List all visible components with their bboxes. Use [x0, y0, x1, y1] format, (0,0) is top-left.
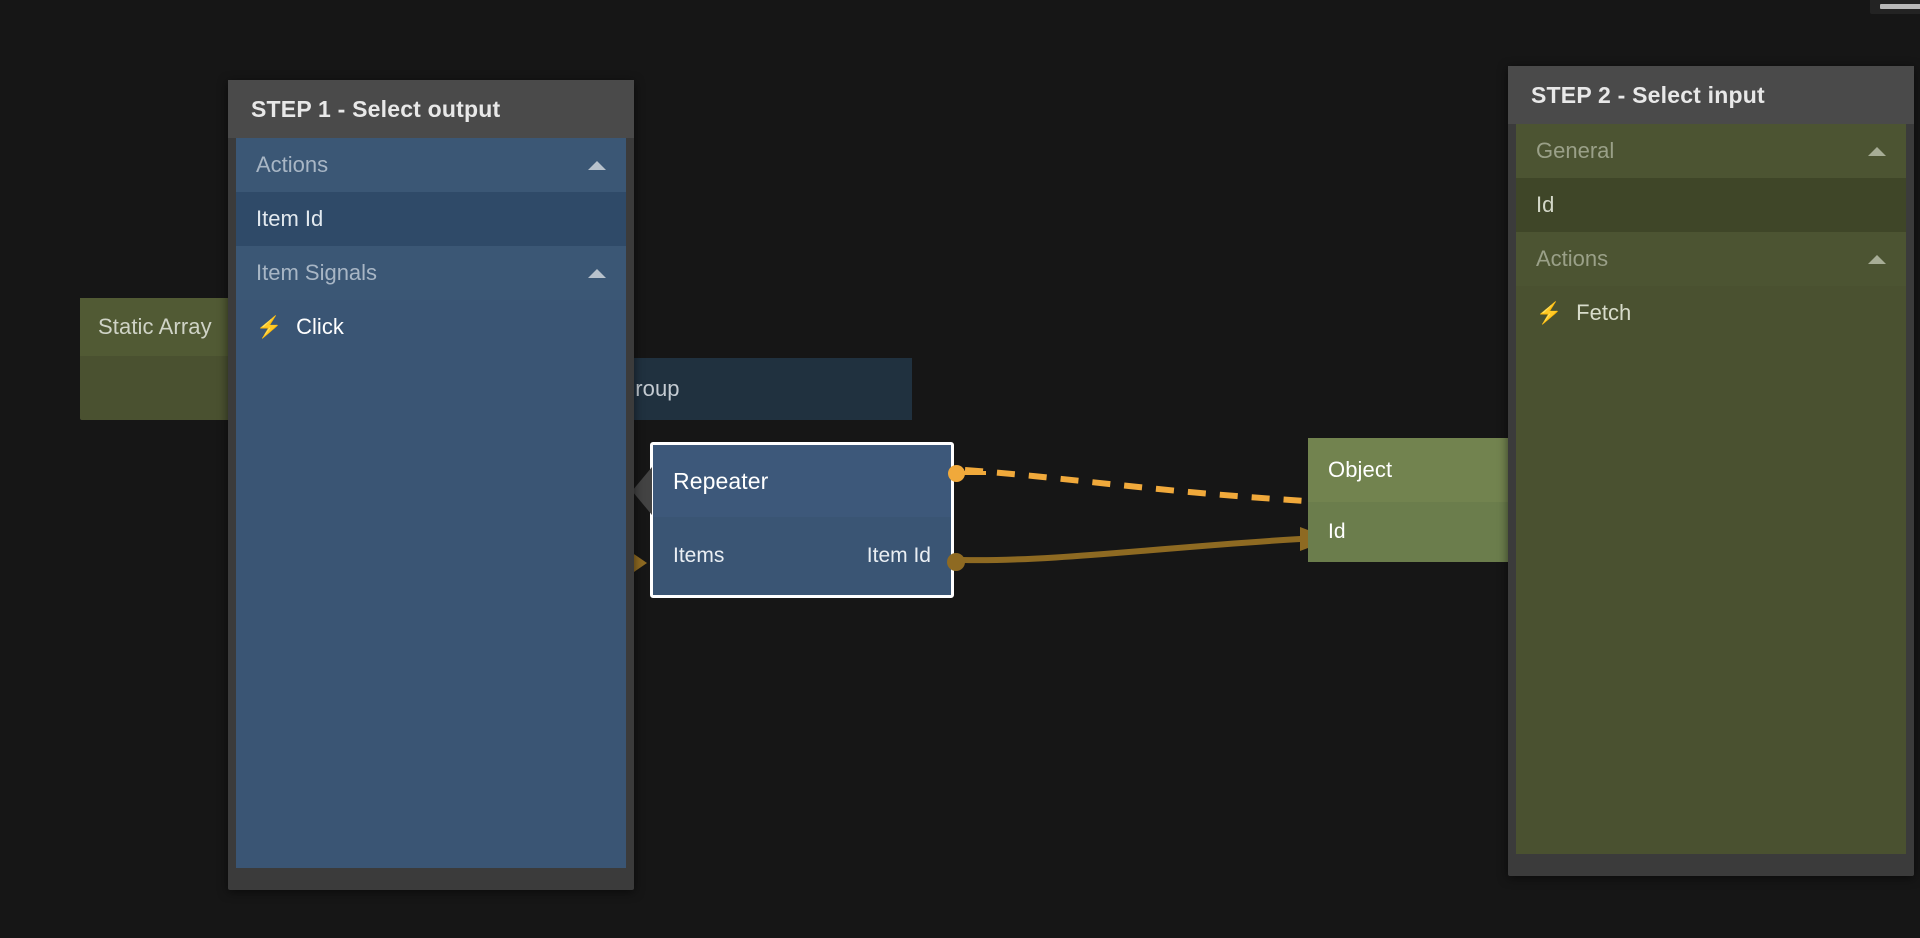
chevron-up-icon[interactable] — [588, 160, 606, 170]
data-link-path — [959, 535, 1321, 564]
step1-group-item-signals[interactable]: Item Signals — [236, 246, 626, 300]
step2-group-actions-label: Actions — [1536, 246, 1609, 271]
window-control-bar — [1880, 4, 1920, 9]
chevron-up-icon[interactable] — [588, 268, 606, 278]
step1-item-item-id[interactable]: Item Id — [236, 192, 626, 246]
panel-step1-list[interactable]: Actions Item Id Item Signals ⚡ Click — [236, 138, 626, 868]
node-group-title: Group — [600, 358, 912, 420]
repeater-items-in-arrow-icon — [631, 552, 647, 574]
panel-step2-title: STEP 2 - Select input — [1508, 66, 1914, 124]
step1-item-item-id-label: Item Id — [256, 206, 324, 231]
chevron-up-icon[interactable] — [1868, 146, 1886, 156]
bolt-icon: ⚡ — [1536, 301, 1563, 325]
node-object-input-label: Id — [1328, 520, 1346, 543]
node-object-ports: Id — [1308, 502, 1540, 562]
node-object[interactable]: Object Id — [1308, 438, 1540, 562]
node-repeater-ports: Items Item Id — [653, 517, 951, 595]
step1-signal-click[interactable]: ⚡ Click — [236, 300, 626, 354]
panel-step1-title: STEP 1 - Select output — [228, 80, 634, 138]
step2-group-general-label: General — [1536, 138, 1615, 163]
node-repeater-input-label: Items — [673, 544, 725, 567]
step2-group-general[interactable]: General — [1516, 124, 1906, 178]
node-repeater-output-label: Item Id — [866, 544, 931, 567]
panel-step1-select-output[interactable]: STEP 1 - Select output Actions Item Id I… — [228, 80, 634, 890]
node-group[interactable]: Group — [600, 358, 912, 420]
repeater-itemid-out-port[interactable] — [947, 553, 965, 571]
bolt-icon: ⚡ — [256, 315, 283, 339]
window-control-strip[interactable] — [1870, 0, 1920, 14]
step2-signal-fetch-label: Fetch — [1576, 300, 1632, 325]
repeater-flow-in-chevron-icon — [632, 467, 652, 515]
node-static-array-title: Static Array — [80, 298, 250, 356]
repeater-signal-out-stub — [964, 471, 986, 475]
step2-group-actions[interactable]: Actions — [1516, 232, 1906, 286]
step2-item-id[interactable]: Id — [1516, 178, 1906, 232]
step2-item-id-label: Id — [1536, 192, 1555, 217]
step1-group-actions[interactable]: Actions — [236, 138, 626, 192]
step1-group-item-signals-label: Item Signals — [256, 260, 378, 285]
step1-group-actions-label: Actions — [256, 152, 329, 177]
step1-signal-click-label: Click — [296, 314, 344, 339]
step2-signal-fetch[interactable]: ⚡ Fetch — [1516, 286, 1906, 340]
node-repeater[interactable]: Repeater Items Item Id — [631, 442, 986, 598]
node-repeater-title: Repeater — [653, 445, 951, 517]
chevron-up-icon[interactable] — [1868, 254, 1886, 264]
node-object-title: Object — [1308, 438, 1540, 502]
panel-step2-select-input[interactable]: STEP 2 - Select input General Id Actions… — [1508, 66, 1914, 876]
repeater-signal-out-port[interactable] — [948, 465, 965, 482]
node-static-array[interactable]: Static Array — [80, 298, 250, 420]
panel-step2-list[interactable]: General Id Actions ⚡ Fetch — [1516, 124, 1906, 854]
